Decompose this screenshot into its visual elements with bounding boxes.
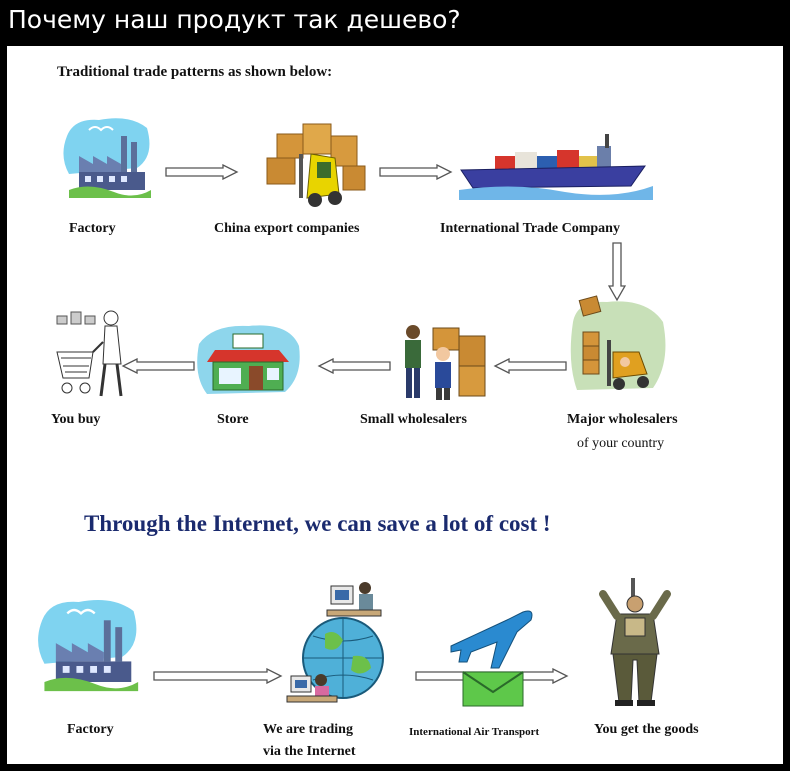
intl-trade-label: International Trade Company	[440, 221, 620, 236]
major-wholesalers-label-2: of your country	[577, 436, 665, 451]
arrow-left-icon	[121, 358, 195, 374]
arrow-right-icon	[379, 164, 453, 180]
arrow-left-icon	[493, 358, 567, 374]
diagram-panel: Traditional trade patterns as shown belo…	[7, 46, 783, 764]
header-bar: Почему наш продукт так дешево?	[0, 0, 790, 42]
arrow-down-icon	[608, 242, 626, 302]
shopper-icon	[56, 310, 123, 397]
factory-icon	[38, 599, 139, 692]
arrow-right-icon	[165, 164, 239, 180]
traditional-heading: Traditional trade patterns as shown belo…	[57, 64, 333, 80]
trading-label: We are trading	[263, 722, 353, 737]
arrow-left-icon	[317, 358, 391, 374]
air-transport-label: International Air Transport	[409, 726, 540, 738]
cargo-ship-icon	[459, 134, 653, 200]
forklift-boxes-icon	[266, 123, 366, 207]
page-title: Почему наш продукт так дешево?	[8, 5, 461, 34]
factory-icon	[63, 118, 151, 198]
trading-label-2: via the Internet	[263, 744, 356, 759]
store-label: Store	[217, 412, 249, 427]
store-icon	[197, 325, 300, 394]
arrow-right-icon	[153, 668, 283, 684]
factory-label-internet: Factory	[67, 722, 114, 737]
warehouse-forklift-icon	[570, 295, 666, 390]
soldier-icon	[599, 578, 671, 706]
workers-boxes-icon	[405, 325, 486, 400]
globe-computers-icon	[286, 582, 384, 703]
small-wholesalers-label: Small wholesalers	[360, 412, 467, 427]
factory-label: Factory	[69, 221, 116, 236]
you-buy-label: You buy	[51, 412, 101, 427]
get-goods-label: You get the goods	[594, 722, 699, 737]
slogan-text: Through the Internet, we can save a lot …	[84, 511, 551, 536]
airplane-envelope-icon	[450, 610, 533, 707]
china-export-label: China export companies	[214, 221, 360, 236]
major-wholesalers-label: Major wholesalers	[567, 412, 678, 427]
